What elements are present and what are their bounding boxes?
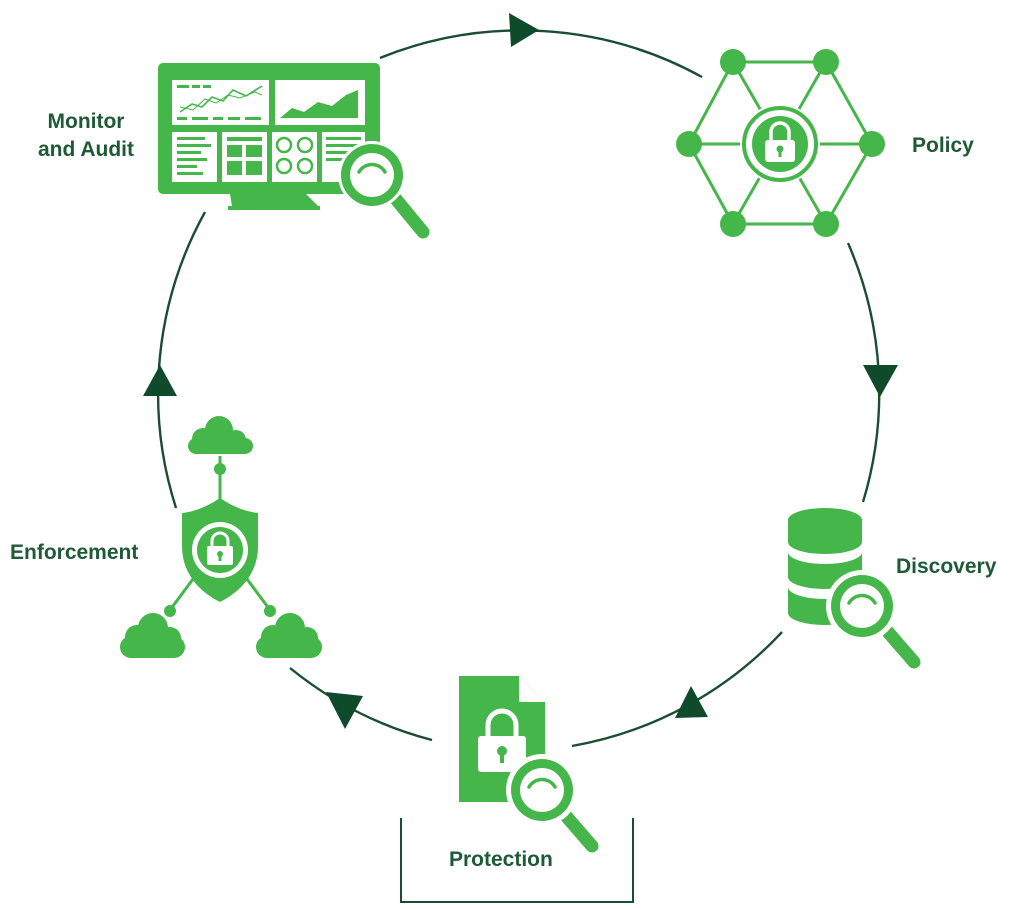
arc-enforcement-to-monitor [156, 211, 207, 509]
monitor-audit-label: Monitor and Audit [22, 108, 150, 164]
arc-monitor-to-policy [379, 29, 703, 79]
monitor-dashboard-search-icon [158, 63, 430, 239]
database-search-icon [788, 508, 921, 669]
policy-label: Policy [912, 134, 974, 157]
protection-label: Protection [449, 848, 553, 871]
protection-bracket [400, 818, 634, 903]
discovery-label: Discovery [896, 555, 997, 578]
locked-document-search-icon [459, 676, 599, 853]
arrow-head-right [863, 365, 898, 397]
arc-discovery-to-protection [571, 631, 783, 748]
arrow-head-bottom-right [675, 686, 708, 718]
hexagon-network-lock-icon [676, 49, 885, 237]
arrow-head-left [143, 365, 177, 396]
monitor-label-line1: Monitor [47, 110, 125, 133]
cycle-arrows [143, 13, 898, 729]
shield-lock-cloud-network-icon [120, 416, 322, 658]
arrow-head-top [509, 13, 539, 47]
monitor-label-line2: and Audit [37, 138, 135, 161]
enforcement-label: Enforcement [10, 541, 139, 564]
arrow-head-bottom-left [326, 692, 363, 729]
arc-protection-to-enforcement [289, 667, 433, 742]
